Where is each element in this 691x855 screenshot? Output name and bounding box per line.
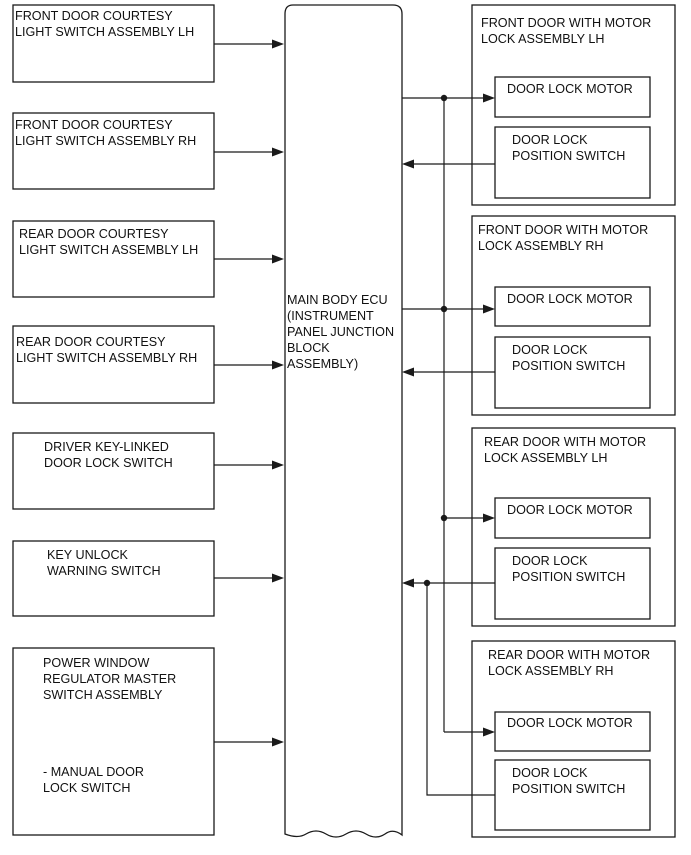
arrow-right-icon xyxy=(272,39,284,49)
ecu-label-line3: PANEL JUNCTION xyxy=(287,325,394,339)
input-box xyxy=(12,220,215,298)
input-box xyxy=(12,540,215,617)
arrow-right-icon xyxy=(272,737,284,747)
door-lock-motor-label: DOOR LOCK MOTOR xyxy=(507,82,633,96)
arrow-right-icon xyxy=(272,573,284,583)
position-switch-label-line2: POSITION SWITCH xyxy=(512,359,625,373)
assembly-label-line2: LOCK ASSEMBLY RH xyxy=(488,664,614,678)
assembly-label-line1: FRONT DOOR WITH MOTOR xyxy=(478,223,648,237)
position-switch-label-line1: DOOR LOCK xyxy=(512,554,588,568)
arrow-left-icon xyxy=(402,159,414,169)
ecu-label-line1: MAIN BODY ECU xyxy=(287,293,388,307)
assembly-label-line1: FRONT DOOR WITH MOTOR xyxy=(481,16,651,30)
position-switch-label-line1: DOOR LOCK xyxy=(512,343,588,357)
input-box xyxy=(12,647,215,836)
arrow-right-icon xyxy=(272,254,284,264)
front-door-motor-lock-assembly-lh: FRONT DOOR WITH MOTOR LOCK ASSEMBLY LH D… xyxy=(471,4,676,206)
position-switch-label-line2: POSITION SWITCH xyxy=(512,782,625,796)
position-switch-wiring xyxy=(402,159,495,796)
arrow-right-icon xyxy=(483,304,495,314)
door-lock-motor-box xyxy=(494,497,651,539)
position-switch-box xyxy=(494,336,651,409)
arrow-right-icon xyxy=(272,147,284,157)
ecu-label-line4: BLOCK xyxy=(287,341,330,355)
front-door-motor-lock-assembly-rh: FRONT DOOR WITH MOTOR LOCK ASSEMBLY RH D… xyxy=(471,215,676,416)
rear-door-courtesy-switch-lh: REAR DOOR COURTESY LIGHT SWITCH ASSEMBLY… xyxy=(12,220,284,298)
assembly-label-line2: LOCK ASSEMBLY RH xyxy=(478,239,604,253)
driver-key-linked-door-lock-switch: DRIVER KEY-LINKED DOOR LOCK SWITCH xyxy=(12,432,284,510)
assembly-label-line1: REAR DOOR WITH MOTOR xyxy=(484,435,646,449)
arrow-left-icon xyxy=(402,578,414,588)
input-label-line1: REAR DOOR COURTESY xyxy=(16,335,166,349)
junction-dot xyxy=(440,94,448,102)
front-door-courtesy-switch-lh: FRONT DOOR COURTESY LIGHT SWITCH ASSEMBL… xyxy=(12,4,284,83)
ecu-label-line5: ASSEMBLY) xyxy=(287,357,358,371)
key-unlock-warning-switch: KEY UNLOCK WARNING SWITCH xyxy=(12,540,284,617)
door-lock-motor-box xyxy=(494,711,651,752)
door-lock-motor-box xyxy=(494,76,651,118)
position-switch-label-line1: DOOR LOCK xyxy=(512,133,588,147)
arrow-right-icon xyxy=(272,460,284,470)
position-switch-label-line1: DOOR LOCK xyxy=(512,766,588,780)
input-label-line1: KEY UNLOCK xyxy=(47,548,129,562)
front-door-courtesy-switch-rh: FRONT DOOR COURTESY LIGHT SWITCH ASSEMBL… xyxy=(12,112,284,190)
door-lock-motor-box xyxy=(494,286,651,327)
switch-wire-rear-rh xyxy=(426,583,495,796)
rear-door-motor-lock-assembly-lh: REAR DOOR WITH MOTOR LOCK ASSEMBLY LH DO… xyxy=(471,427,676,627)
arrow-left-icon xyxy=(402,367,414,377)
input-box xyxy=(12,432,215,510)
position-switch-box xyxy=(494,126,651,199)
ecu-box xyxy=(284,4,403,838)
input-label-line2: DOOR LOCK SWITCH xyxy=(44,456,173,470)
assembly-label-line1: REAR DOOR WITH MOTOR xyxy=(488,648,650,662)
input-label-line1: DRIVER KEY-LINKED xyxy=(44,440,169,454)
input-label-line5: LOCK SWITCH xyxy=(43,781,130,795)
input-box xyxy=(12,325,215,404)
arrow-right-icon xyxy=(483,513,495,523)
power-window-regulator-master-switch: POWER WINDOW REGULATOR MASTER SWITCH ASS… xyxy=(12,647,284,836)
assembly-label-line2: LOCK ASSEMBLY LH xyxy=(484,451,607,465)
motor-drive-wiring xyxy=(402,93,495,737)
arrow-right-icon xyxy=(483,727,495,737)
junction-dot xyxy=(440,305,448,313)
main-body-ecu: MAIN BODY ECU (INSTRUMENT PANEL JUNCTION… xyxy=(284,4,403,838)
junction-dot xyxy=(440,514,448,522)
position-switch-box xyxy=(494,759,651,831)
input-label-line2: WARNING SWITCH xyxy=(47,564,161,578)
input-label-line2: LIGHT SWITCH ASSEMBLY RH xyxy=(16,351,197,365)
rear-door-courtesy-switch-rh: REAR DOOR COURTESY LIGHT SWITCH ASSEMBLY… xyxy=(12,325,284,404)
input-box xyxy=(12,112,215,190)
input-label-line2: LIGHT SWITCH ASSEMBLY LH xyxy=(15,25,194,39)
rear-door-motor-lock-assembly-rh: REAR DOOR WITH MOTOR LOCK ASSEMBLY RH DO… xyxy=(471,640,676,838)
input-label-line2: LIGHT SWITCH ASSEMBLY LH xyxy=(19,243,198,257)
door-lock-motor-label: DOOR LOCK MOTOR xyxy=(507,292,633,306)
input-label-line2: REGULATOR MASTER xyxy=(43,672,176,686)
input-label-line1: POWER WINDOW xyxy=(43,656,149,670)
input-label-line2: LIGHT SWITCH ASSEMBLY RH xyxy=(15,134,196,148)
input-label-line1: FRONT DOOR COURTESY xyxy=(15,118,173,132)
input-label-line1: FRONT DOOR COURTESY xyxy=(15,9,173,23)
position-switch-label-line2: POSITION SWITCH xyxy=(512,570,625,584)
position-switch-box xyxy=(494,547,651,620)
ecu-label-line2: (INSTRUMENT xyxy=(287,309,374,323)
door-lock-motor-label: DOOR LOCK MOTOR xyxy=(507,716,633,730)
input-label-line4: - MANUAL DOOR xyxy=(43,765,144,779)
input-box xyxy=(12,4,215,83)
arrow-right-icon xyxy=(272,360,284,370)
input-label-line3: SWITCH ASSEMBLY xyxy=(43,688,163,702)
assembly-label-line2: LOCK ASSEMBLY LH xyxy=(481,32,604,46)
input-label-line1: REAR DOOR COURTESY xyxy=(19,227,169,241)
door-lock-motor-label: DOOR LOCK MOTOR xyxy=(507,503,633,517)
position-switch-label-line2: POSITION SWITCH xyxy=(512,149,625,163)
arrow-right-icon xyxy=(483,93,495,103)
